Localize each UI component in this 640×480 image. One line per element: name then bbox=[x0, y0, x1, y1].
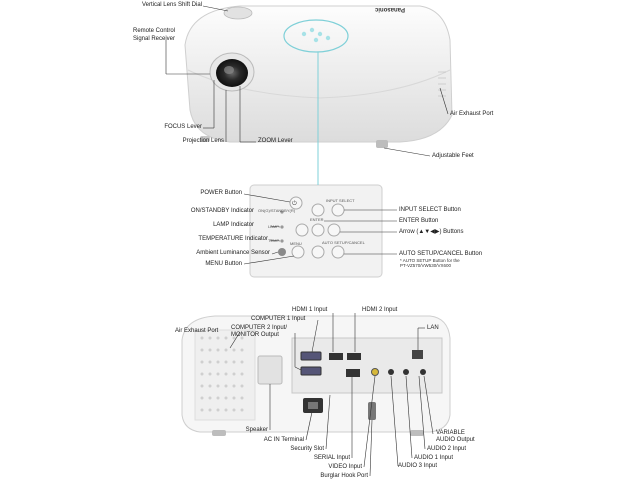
label-audio2-input: AUDIO 2 Input bbox=[427, 446, 467, 452]
label-variable-1: VARIABLE bbox=[436, 430, 465, 436]
label-security-slot: Security Slot bbox=[290, 446, 324, 452]
label-vertical-lens-shift-dial: Vertical Lens Shift Dial bbox=[141, 2, 202, 8]
label-lamp-indicator: LAMP Indicator bbox=[213, 222, 254, 228]
note-auto-setup-1: * AUTO SETUP Button for the bbox=[400, 258, 460, 263]
label-computer1-input: COMPUTER 1 Input bbox=[251, 316, 306, 322]
label-hdmi1-input: HDMI 1 Input bbox=[292, 307, 328, 313]
label-menu-button: MENU Button bbox=[205, 261, 242, 267]
key-text-enter: ENTER bbox=[310, 217, 324, 222]
label-remote-control-2: Signal Receiver bbox=[133, 36, 176, 42]
key-text-auto-setup: AUTO SETUP/CANCEL bbox=[322, 240, 366, 245]
label-ambient-luminance-sensor: Ambient Luminance Sensor bbox=[196, 250, 270, 256]
note-auto-setup-2: PT-VZ570/VW530/VX600 bbox=[400, 263, 452, 268]
label-speaker: Speaker bbox=[245, 427, 268, 433]
label-ac-in-terminal: AC IN Terminal bbox=[263, 437, 304, 443]
key-text-on-standby: ON(G)/STANDBY(R) bbox=[258, 208, 296, 213]
key-text-menu: MENU bbox=[290, 241, 302, 246]
label-auto-setup-cancel-button: AUTO SETUP/CANCEL Button bbox=[399, 251, 483, 257]
label-zoom-lever: ZOOM Lever bbox=[258, 138, 293, 144]
label-serial-input: SERIAL Input bbox=[313, 455, 350, 461]
label-computer2-2: MONITOR Output bbox=[231, 332, 279, 338]
label-projection-lens: Projection Lens bbox=[182, 138, 224, 144]
label-on-standby-indicator: ON/STANDBY Indicator bbox=[190, 208, 254, 214]
svg-text:⏻: ⏻ bbox=[292, 200, 297, 207]
label-focus-lever: FOCUS Lever bbox=[164, 124, 202, 130]
label-input-select-button: INPUT SELECT Button bbox=[399, 207, 461, 213]
label-audio3-input: AUDIO 3 Input bbox=[398, 463, 438, 469]
label-air-exhaust-port-rear: Air Exhaust Port bbox=[175, 328, 219, 334]
label-arrow-buttons: Arrow (▲▼◀▶) Buttons bbox=[399, 229, 464, 235]
label-air-exhaust-port-top: Air Exhaust Port bbox=[450, 111, 494, 117]
label-burglar-hook-port: Burglar Hook Port bbox=[320, 473, 368, 479]
leader-lines bbox=[165, 5, 449, 477]
projector-rear-illustration bbox=[181, 315, 451, 436]
brand-text: Panasonic bbox=[374, 6, 405, 12]
label-lan: LAN bbox=[427, 325, 439, 331]
control-panel-illustration: ⏻ ON(G)/STANDBY(R) LAMP TEMP MENU INPUT … bbox=[249, 184, 383, 278]
label-hdmi2-input: HDMI 2 Input bbox=[362, 307, 398, 313]
label-enter-button: ENTER Button bbox=[399, 218, 439, 224]
label-variable-2: AUDIO Output bbox=[436, 437, 475, 443]
label-power-button: POWER Button bbox=[200, 190, 242, 196]
label-adjustable-feet: Adjustable Feet bbox=[432, 153, 474, 159]
key-text-input-select: INPUT SELECT bbox=[326, 198, 355, 203]
label-computer2-1: COMPUTER 2 Input/ bbox=[231, 325, 288, 331]
label-remote-control-1: Remote Control bbox=[133, 28, 176, 34]
label-audio1-input: AUDIO 1 Input bbox=[414, 455, 454, 461]
label-video-input: VIDEO Input bbox=[328, 464, 362, 470]
label-temperature-indicator: TEMPERATURE Indicator bbox=[198, 236, 268, 242]
